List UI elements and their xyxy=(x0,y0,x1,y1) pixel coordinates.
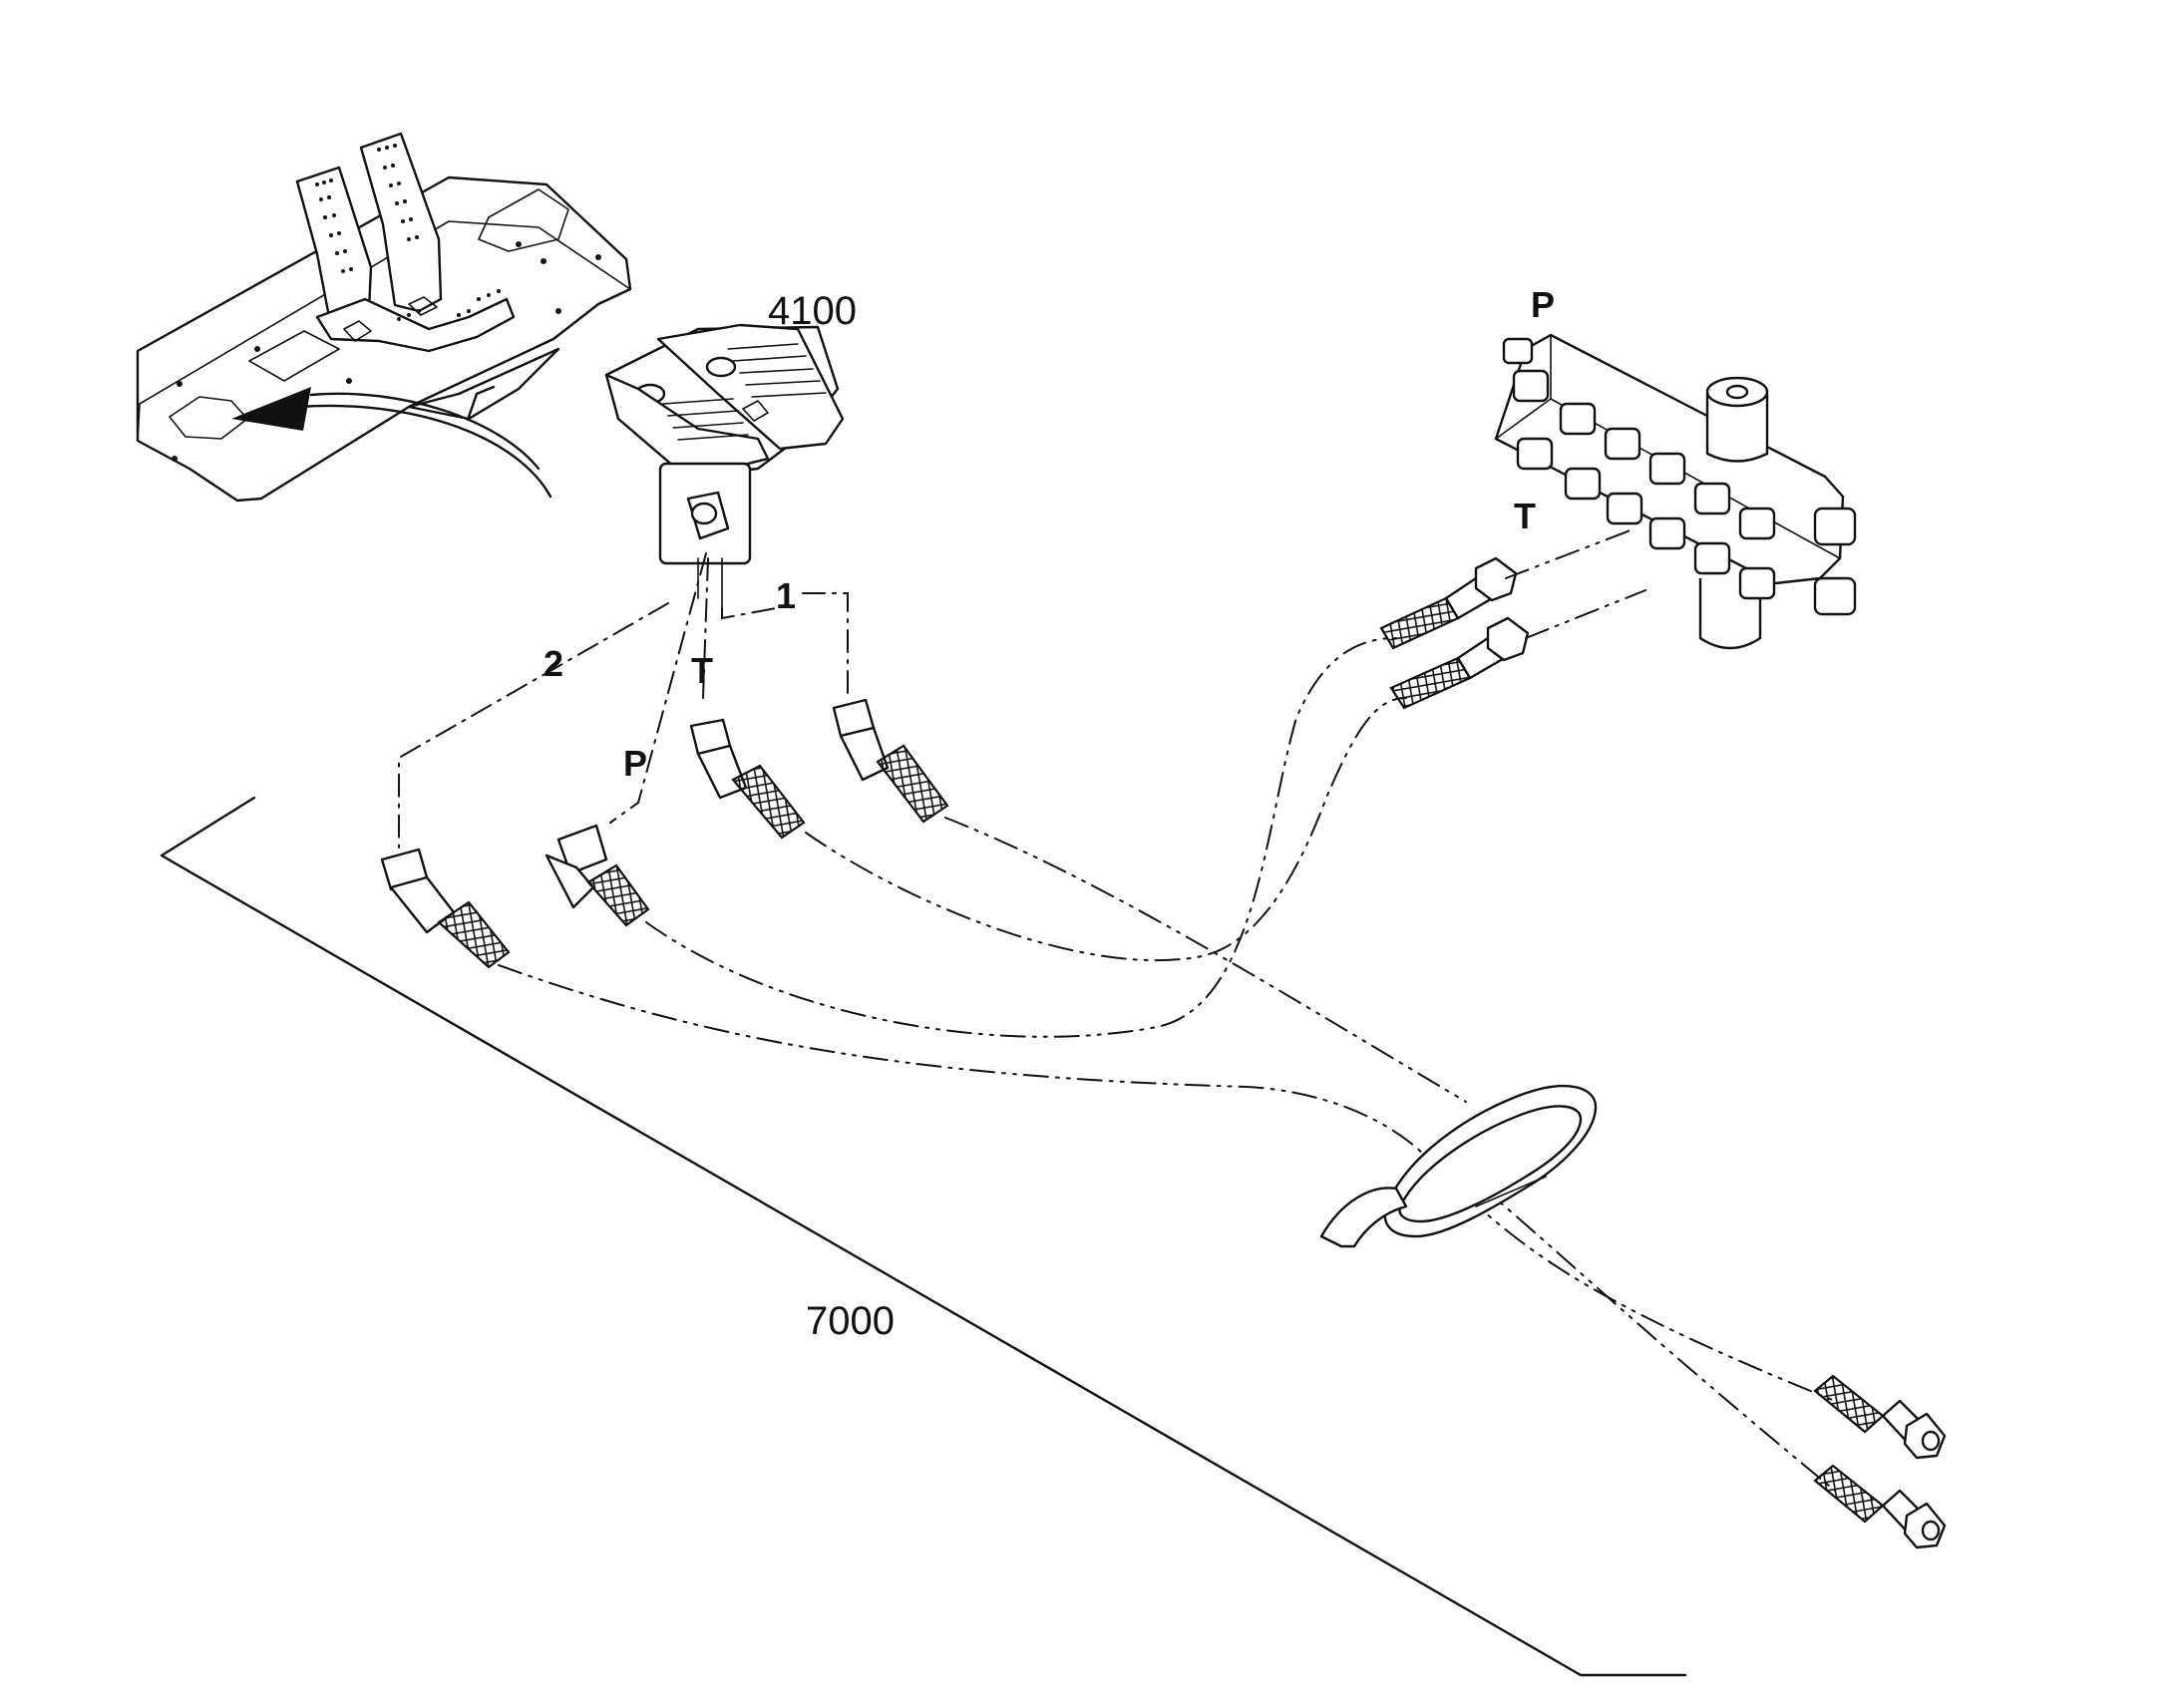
part-label-7000: 7000 xyxy=(806,1299,895,1343)
part-label-4100: 4100 xyxy=(768,289,857,333)
floor-plate-with-pedals-icon xyxy=(136,132,632,503)
hydraulic-manifold-block-icon xyxy=(1494,333,1857,650)
manifold-port-p-label: P xyxy=(1531,284,1555,325)
manifold-port-t-label: T xyxy=(1514,496,1536,536)
kit-bracket-line xyxy=(160,796,1687,1677)
hose-clamp-icon xyxy=(1319,1084,1598,1248)
elbow-fittings xyxy=(380,698,949,969)
line-1-label: 1 xyxy=(776,575,796,616)
valve-port-p-label: P xyxy=(623,743,647,784)
valve-port-t-label: T xyxy=(691,650,713,691)
manifold-hose-ends xyxy=(1379,556,1530,710)
bottom-hose-ends xyxy=(1813,1374,1947,1549)
line-2-label: 2 xyxy=(544,643,563,684)
foot-pedal-valve-icon xyxy=(604,323,845,609)
